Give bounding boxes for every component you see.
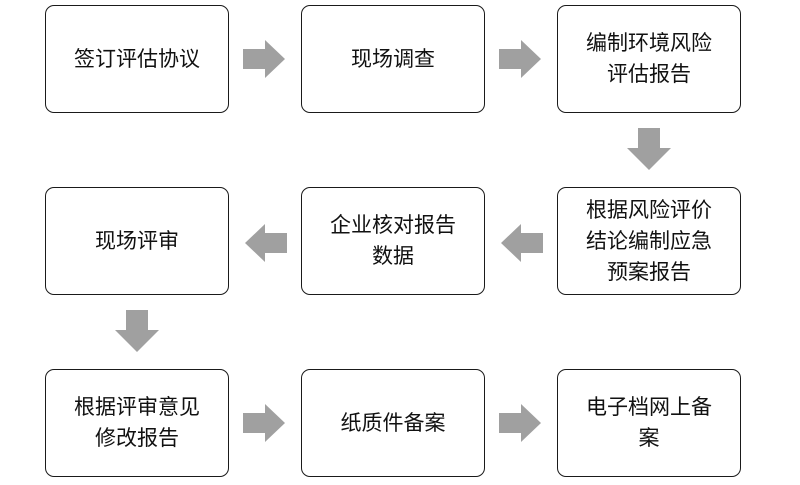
step-site-review: 现场评审	[45, 187, 229, 295]
step-site-survey: 现场调查	[301, 5, 485, 113]
step-enterprise-verify-data: 企业核对报告 数据	[301, 187, 485, 295]
arrow-left-icon	[501, 224, 543, 262]
step-paper-filing: 纸质件备案	[301, 369, 485, 477]
step-label: 根据评审意见 修改报告	[74, 395, 200, 450]
arrow-down-icon	[115, 310, 159, 352]
step-compile-emergency-plan: 根据风险评价 结论编制应急 预案报告	[557, 187, 741, 295]
step-sign-agreement: 签订评估协议	[45, 5, 229, 113]
step-label: 现场评审	[95, 228, 179, 253]
step-label: 编制环境风险 评估报告	[586, 31, 712, 86]
step-compile-risk-report: 编制环境风险 评估报告	[557, 5, 741, 113]
step-label: 现场调查	[351, 46, 435, 71]
step-online-filing: 电子档网上备 案	[557, 369, 741, 477]
step-label: 电子档网上备 案	[586, 395, 712, 450]
arrow-right-icon	[499, 404, 541, 442]
arrow-left-icon	[245, 224, 287, 262]
step-label: 纸质件备案	[340, 410, 446, 435]
step-revise-report: 根据评审意见 修改报告	[45, 369, 229, 477]
step-label: 根据风险评价 结论编制应急 预案报告	[586, 197, 712, 284]
arrow-right-icon	[243, 40, 285, 78]
arrow-right-icon	[499, 40, 541, 78]
arrow-down-icon	[627, 128, 671, 170]
step-label: 企业核对报告 数据	[330, 213, 456, 268]
step-label: 签订评估协议	[74, 46, 200, 71]
arrow-right-icon	[243, 404, 285, 442]
